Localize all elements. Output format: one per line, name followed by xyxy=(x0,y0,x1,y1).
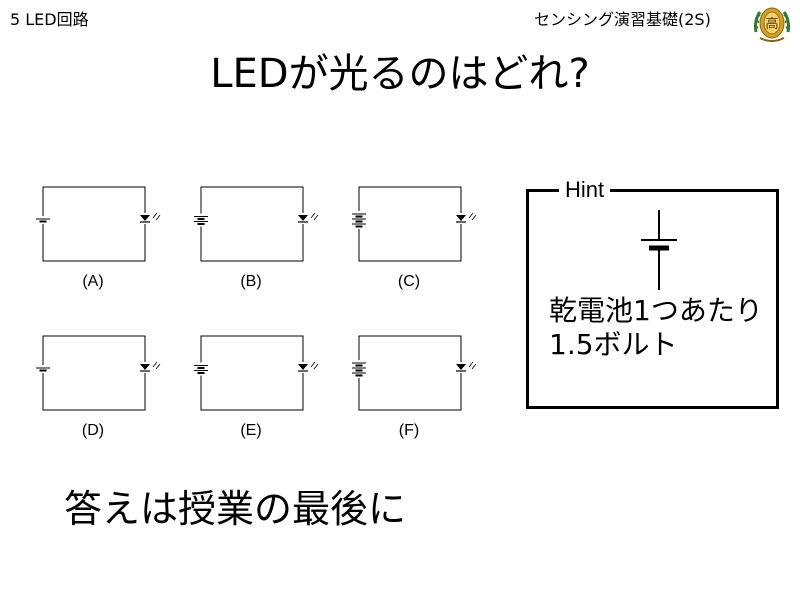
circuit-b: (B) xyxy=(194,186,319,290)
battery-icon xyxy=(194,362,208,376)
led-triangle xyxy=(140,215,150,221)
led-light-arrows xyxy=(310,361,319,370)
school-emblem-icon: 高 xyxy=(754,7,790,42)
course-label: センシング演習基礎(2S) xyxy=(534,10,711,29)
battery-gap xyxy=(355,360,363,378)
circuit-f: (F) xyxy=(352,335,477,439)
circuit-wire xyxy=(358,335,462,411)
battery-gap xyxy=(39,365,47,373)
battery-symbol-icon xyxy=(641,210,677,290)
hint-text: 乾電池1つあたり 1.5ボルト xyxy=(549,294,777,362)
circuit-label: (B) xyxy=(240,273,261,290)
circuit-wire xyxy=(200,186,304,262)
slide-title: LEDが光るのはどれ? xyxy=(210,51,590,97)
led-icon xyxy=(140,361,161,373)
led-light-arrows xyxy=(468,361,477,370)
circuit-c: (C) xyxy=(352,186,477,290)
led-triangle xyxy=(456,215,466,221)
led-triangle xyxy=(298,364,308,370)
led-icon xyxy=(456,212,477,224)
led-triangle xyxy=(298,215,308,221)
hint-box: Hint 乾電池1つあたり 1.5ボルト xyxy=(526,178,779,409)
led-icon xyxy=(298,212,319,224)
section-label: 5 LED回路 xyxy=(10,10,89,29)
circuit-diagrams: (A) (B) (C) (D) (E) (F) xyxy=(36,186,477,439)
circuit-wire xyxy=(42,186,146,262)
battery-gap xyxy=(355,211,363,229)
circuit-e: (E) xyxy=(194,335,319,439)
circuit-label: (A) xyxy=(82,273,103,290)
svg-text:高: 高 xyxy=(765,16,778,32)
hint-line-1: 乾電池1つあたり xyxy=(549,294,763,327)
led-light-arrows xyxy=(152,361,161,370)
circuit-a: (A) xyxy=(36,186,161,290)
hint-line-2: 1.5ボルト xyxy=(549,328,678,361)
battery-gap xyxy=(39,216,47,224)
circuit-wire xyxy=(42,335,146,411)
led-light-arrows xyxy=(310,212,319,221)
battery-icon xyxy=(352,360,366,378)
led-triangle xyxy=(456,364,466,370)
circuit-label: (C) xyxy=(398,273,420,290)
battery-icon xyxy=(194,213,208,227)
battery-icon xyxy=(352,211,366,229)
battery-icon xyxy=(36,365,50,373)
circuit-d: (D) xyxy=(36,335,161,439)
circuit-label: (F) xyxy=(399,422,419,439)
led-light-arrows xyxy=(152,212,161,221)
answer-note: 答えは授業の最後に xyxy=(64,487,407,531)
battery-icon xyxy=(36,216,50,224)
circuit-wire xyxy=(358,186,462,262)
led-icon xyxy=(456,361,477,373)
circuit-wire xyxy=(200,335,304,411)
led-icon xyxy=(298,361,319,373)
led-light-arrows xyxy=(468,212,477,221)
hint-title: Hint xyxy=(559,178,611,202)
led-triangle xyxy=(140,364,150,370)
led-icon xyxy=(140,212,161,224)
circuit-label: (E) xyxy=(240,422,261,439)
circuit-label: (D) xyxy=(82,422,104,439)
